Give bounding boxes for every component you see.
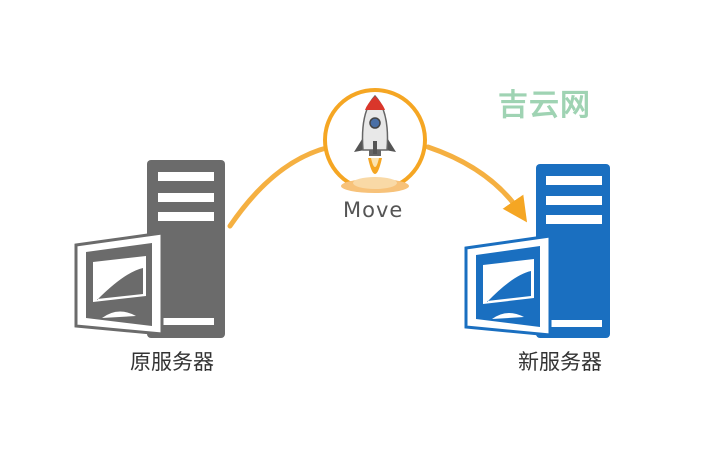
arc-right-arrow (425, 144, 528, 223)
watermark-text: 吉云网 (498, 88, 591, 123)
source-server-label: 原服务器 (130, 350, 214, 374)
target-monitor-icon (464, 234, 552, 337)
arc-left (227, 144, 333, 229)
source-server-icon (147, 160, 225, 338)
target-server-label: 新服务器 (518, 350, 602, 374)
target-server-icon (536, 164, 610, 338)
source-monitor-icon (74, 231, 164, 336)
move-label: Move (343, 198, 404, 222)
rocket-icon (341, 94, 409, 193)
